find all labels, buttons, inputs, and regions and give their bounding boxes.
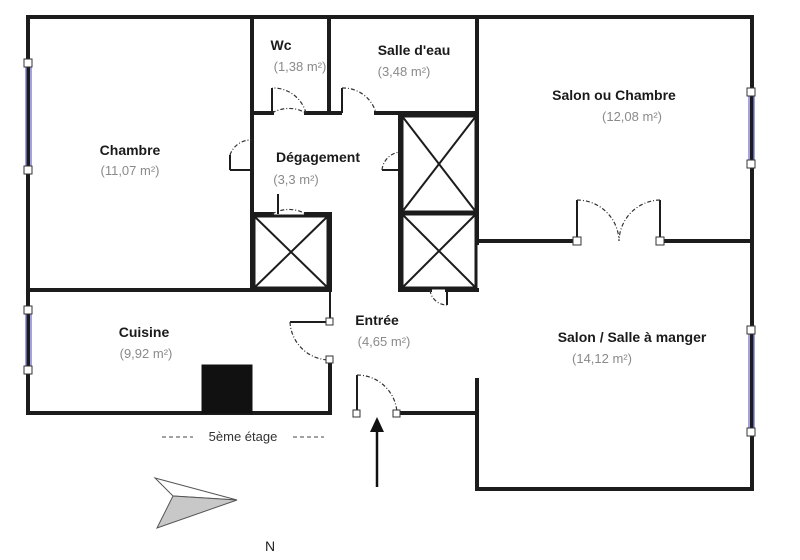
room-name-wc: Wc [271,37,292,53]
room-area-salon-chambre: (12,08 m²) [602,109,662,124]
room-name-cuisine: Cuisine [119,324,170,340]
room-area-wc: (1,38 m²) [274,59,327,74]
room-name-entree: Entrée [355,312,399,328]
room-name-salon-chambre: Salon ou Chambre [552,87,676,103]
compass-icon [153,477,238,529]
room-name-salle-eau: Salle d'eau [378,42,451,58]
room-area-chambre: (11,07 m²) [101,163,160,178]
north-label: N [265,538,275,554]
room-area-cuisine: (9,92 m²) [120,346,173,361]
room-area-degagement: (3,3 m²) [273,172,319,187]
room-area-salon-sam: (14,12 m²) [572,351,632,366]
doors [229,87,661,414]
room-name-salon-sam: Salon / Salle à manger [558,329,707,345]
room-name-chambre: Chambre [100,142,161,158]
room-area-entree: (4,65 m²) [358,334,411,349]
room-name-degagement: Dégagement [276,149,360,165]
floor-label: 5ème étage [209,429,278,444]
wall-nodes [325,236,665,418]
room-area-salle-eau: (3,48 m²) [378,64,431,79]
entrance-arrow-icon [370,417,384,487]
windows [23,58,756,437]
closet-units [201,114,478,414]
duct-block [201,364,253,414]
